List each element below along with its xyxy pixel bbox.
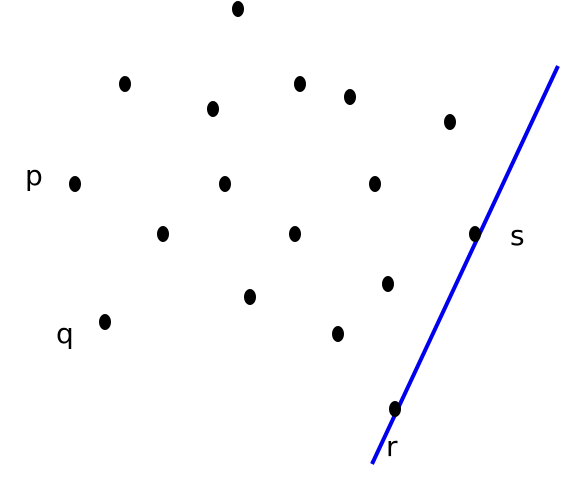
dot-2: [119, 76, 131, 92]
dot-11: [244, 289, 256, 305]
dot-9: [157, 226, 169, 242]
dot-5: [344, 89, 356, 105]
dot-p: [69, 176, 81, 192]
label-s: s: [510, 219, 525, 252]
dot-3: [294, 76, 306, 92]
dot-10: [289, 226, 301, 242]
dot-8: [369, 176, 381, 192]
dot-r: [389, 401, 401, 417]
dot-s: [469, 226, 481, 242]
dot-13: [332, 326, 344, 342]
dot-6: [444, 114, 456, 130]
points-group: [69, 1, 481, 417]
dot-q: [382, 276, 394, 292]
label-p: p: [25, 159, 43, 192]
dot-1: [232, 1, 244, 17]
dot-7: [219, 176, 231, 192]
blue-line: [370, 65, 560, 465]
dot-4: [207, 101, 219, 117]
label-q: q: [56, 317, 74, 350]
label-r: r: [386, 430, 398, 463]
dot-12: [99, 314, 111, 330]
